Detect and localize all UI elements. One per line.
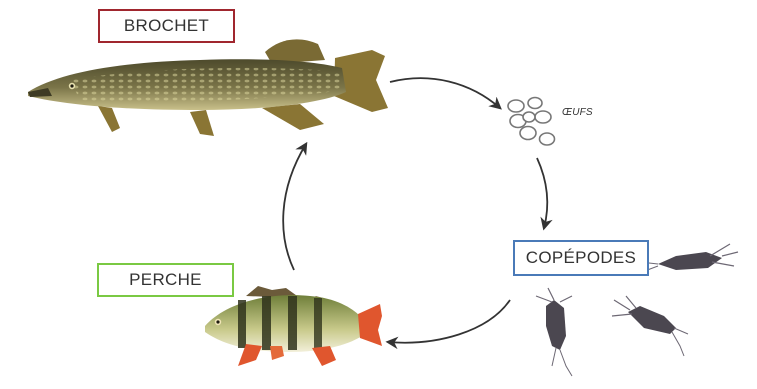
brochet-label: BROCHET <box>124 16 209 36</box>
perche-label: PERCHE <box>129 270 202 290</box>
arrow-copepods-to-perch <box>388 300 510 343</box>
copepodes-label: COPÉPODES <box>526 248 636 268</box>
brochet-label-box: BROCHET <box>98 9 235 43</box>
oeufs-label: ŒUFS <box>562 107 593 118</box>
arrow-pike-to-eggs <box>390 78 500 108</box>
copepod-icon <box>640 244 738 272</box>
pike-icon <box>28 39 388 136</box>
copepod-icon <box>536 288 572 376</box>
perch-icon <box>205 286 382 366</box>
copepod-icon <box>612 296 688 356</box>
egg-cluster-icon <box>508 98 555 146</box>
arrow-perch-to-pike <box>283 144 306 270</box>
arrow-eggs-to-copepods <box>537 158 547 228</box>
copepodes-label-box: COPÉPODES <box>513 240 649 276</box>
perche-label-box: PERCHE <box>97 263 234 297</box>
